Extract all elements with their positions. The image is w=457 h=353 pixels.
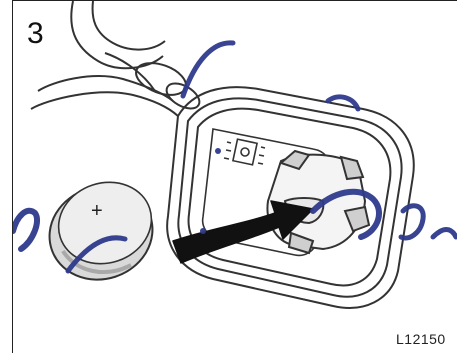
battery-plus-symbol: + xyxy=(91,200,103,222)
step-number: 3 xyxy=(27,19,44,49)
figure-code: L12150 xyxy=(396,332,446,346)
key-fob-illustration: + xyxy=(13,1,457,353)
chip-icon xyxy=(224,139,265,165)
key-ring-strap xyxy=(31,1,204,116)
coin-battery xyxy=(37,170,164,292)
instruction-figure-frame: + 3 L12150 xyxy=(12,0,457,353)
